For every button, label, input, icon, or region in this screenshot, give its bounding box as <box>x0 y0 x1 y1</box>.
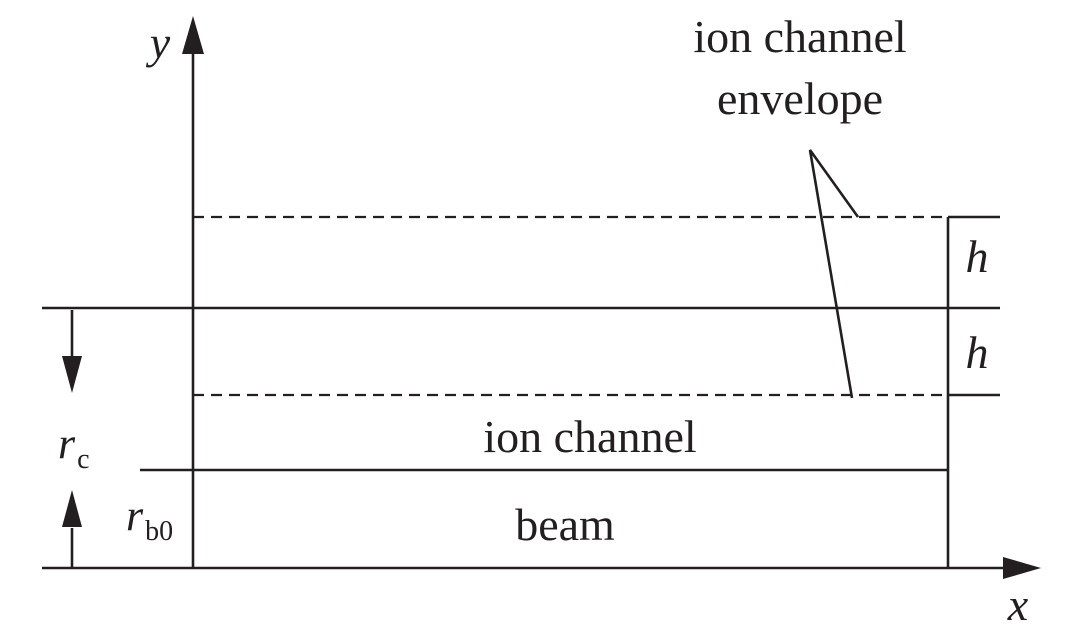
rb0-subscript: b0 <box>145 516 173 547</box>
envelope-label-line1: ion channel <box>693 11 906 62</box>
envelope-leader-line <box>808 149 860 399</box>
y-axis-arrowhead <box>182 16 204 54</box>
rc-down-arrowhead <box>62 356 82 393</box>
ion-channel-label: ion channel <box>483 411 696 462</box>
h-lower-label: h <box>966 327 989 378</box>
y-axis-label: y <box>146 17 171 68</box>
rc-subscript: c <box>77 444 89 475</box>
envelope-label-line2: envelope <box>717 73 883 124</box>
x-axis-label: x <box>1007 579 1029 630</box>
rb0-symbol: r <box>126 491 144 540</box>
x-axis-arrowhead <box>1003 557 1041 579</box>
rc-symbol: r <box>58 419 76 468</box>
rc-label: rc <box>58 419 90 475</box>
h-upper-label: h <box>966 231 989 282</box>
rb0-up-arrowhead <box>62 490 82 527</box>
rb0-label: rb0 <box>126 491 173 547</box>
beam-label: beam <box>515 499 615 550</box>
